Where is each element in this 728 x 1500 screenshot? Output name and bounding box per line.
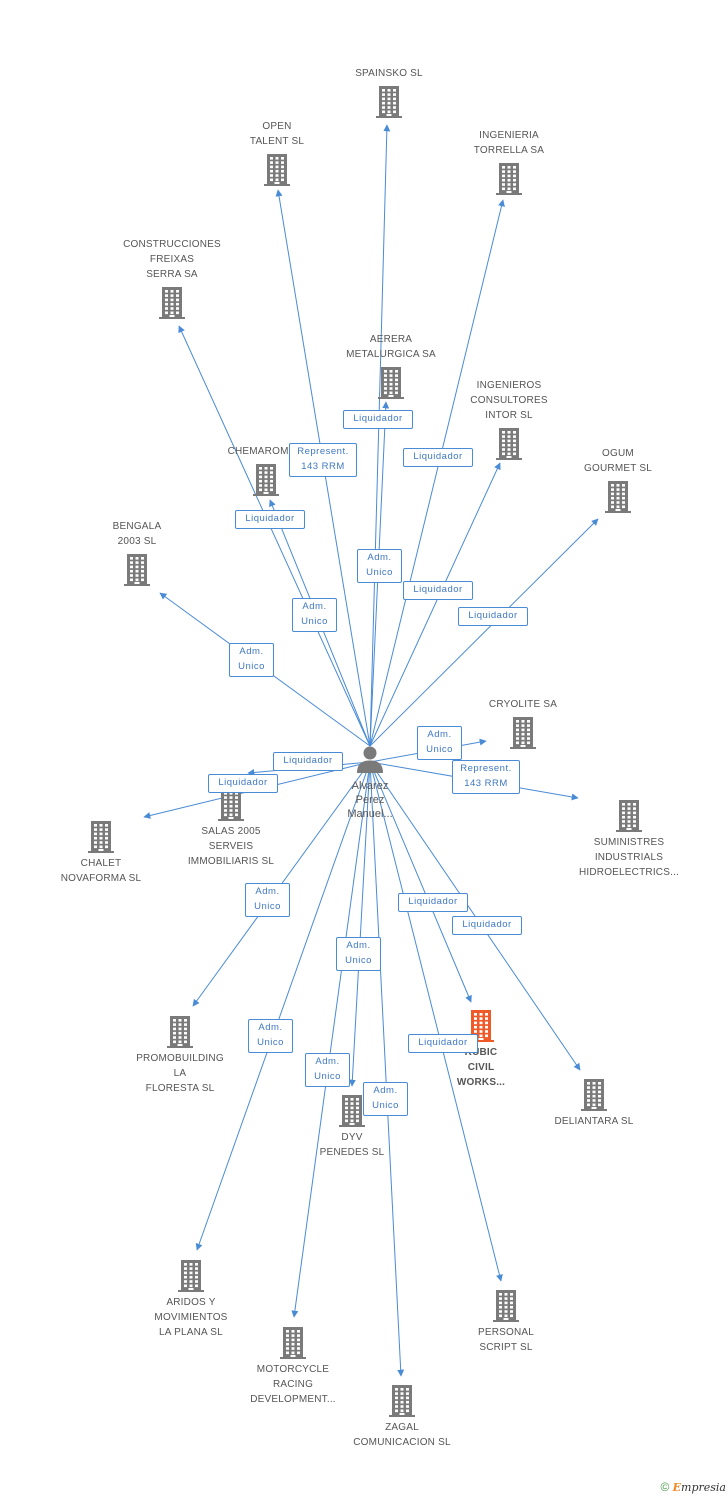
edge-construcciones bbox=[178, 325, 371, 747]
company-label: OGUM GOURMET SL bbox=[584, 448, 652, 474]
building-icon bbox=[253, 464, 279, 496]
edge-label-open[interactable]: Represent. 143 RRM bbox=[289, 443, 357, 477]
edge-label-aerera[interactable]: Adm. Unico bbox=[357, 549, 402, 583]
edge-label-promobuilding[interactable]: Adm. Unico bbox=[245, 883, 290, 917]
company-label: BENGALA 2003 SL bbox=[112, 521, 162, 547]
edge-label-spainsko[interactable]: Liquidador bbox=[343, 410, 413, 429]
company-label: INGENIERIA TORRELLA SA bbox=[473, 130, 545, 156]
edge-label-kubic[interactable]: Liquidador bbox=[398, 893, 468, 912]
company-label: ZAGAL COMUNICACION SL bbox=[353, 1422, 451, 1448]
building-icon bbox=[264, 154, 290, 186]
building-icon bbox=[178, 1260, 204, 1292]
building-icon bbox=[339, 1095, 365, 1127]
brand-logo[interactable]: Empresia bbox=[672, 1481, 726, 1494]
building-icon bbox=[493, 1290, 519, 1322]
edge-label-dyv[interactable]: Adm. Unico bbox=[336, 937, 381, 971]
building-icon bbox=[510, 717, 536, 749]
building-icon bbox=[376, 86, 402, 118]
edge-label-suministres[interactable]: Represent. 143 RRM bbox=[452, 760, 520, 794]
edge-label-personal[interactable]: Liquidador bbox=[408, 1034, 478, 1053]
edge-label-chemarome[interactable]: Liquidador bbox=[235, 510, 305, 529]
person-icon bbox=[357, 746, 383, 773]
building-icon bbox=[159, 287, 185, 319]
company-label: CRYOLITE SA bbox=[488, 699, 558, 710]
edge-label-cryolite[interactable]: Adm. Unico bbox=[417, 726, 462, 760]
company-label: AERERA METALURGICA SA bbox=[346, 334, 436, 360]
company-label: CHALET NOVAFORMA SL bbox=[60, 858, 142, 884]
building-icon bbox=[378, 367, 404, 399]
company-label: KUBIC CIVIL WORKS... bbox=[456, 1047, 506, 1088]
company-label: PROMOBUILDING LA FLORESTA SL bbox=[136, 1053, 224, 1094]
edge-ogum bbox=[369, 518, 599, 747]
building-icon bbox=[124, 554, 150, 586]
edge-personal bbox=[369, 761, 503, 1282]
edge-ingenieria bbox=[369, 199, 505, 747]
copyright-symbol: © bbox=[660, 1480, 670, 1494]
edge-label-ogum[interactable]: Liquidador bbox=[458, 607, 528, 626]
building-icon bbox=[389, 1385, 415, 1417]
company-label: SUMINISTRES INDUSTRIALS HIDROELECTRICS..… bbox=[578, 837, 680, 878]
edge-kubic bbox=[369, 761, 472, 1003]
building-icon bbox=[167, 1016, 193, 1048]
building-icon bbox=[616, 800, 642, 832]
building-icon bbox=[581, 1079, 607, 1111]
building-icon bbox=[496, 163, 522, 195]
edge-label-zagal[interactable]: Adm. Unico bbox=[363, 1082, 408, 1116]
building-icon bbox=[605, 481, 631, 513]
edge-label-chalet[interactable]: Liquidador bbox=[208, 774, 278, 793]
company-label: ARIDOS Y MOVIMIENTOS LA PLANA SL bbox=[154, 1297, 228, 1338]
company-label: DYV PENEDES SL bbox=[319, 1132, 385, 1158]
footer-brand: © Empresia bbox=[660, 1480, 726, 1494]
company-label: CHEMAROME... bbox=[227, 446, 305, 457]
company-label: CONSTRUCCIONES FREIXAS SERRA SA bbox=[123, 239, 221, 280]
person-label: Alvarez Perez Manuel... bbox=[347, 780, 393, 820]
edge-label-construcciones[interactable]: Adm. Unico bbox=[292, 598, 337, 632]
building-icon bbox=[496, 428, 522, 460]
edge-label-aridos[interactable]: Adm. Unico bbox=[248, 1019, 293, 1053]
edge-label-motorcycle[interactable]: Adm. Unico bbox=[305, 1053, 350, 1087]
edge-aridos bbox=[195, 761, 371, 1251]
company-label: OPEN TALENT SL bbox=[249, 121, 305, 147]
company-label: MOTORCYCLE RACING DEVELOPMENT... bbox=[250, 1364, 336, 1405]
edge-label-salas[interactable]: Liquidador bbox=[273, 752, 343, 771]
building-icon bbox=[280, 1327, 306, 1359]
company-label: PERSONAL SCRIPT SL bbox=[477, 1327, 535, 1353]
edge-ingenieros bbox=[369, 462, 501, 747]
edge-motorcycle bbox=[291, 761, 371, 1318]
company-label: INGENIEROS CONSULTORES INTOR SL bbox=[470, 380, 548, 421]
edge-dyv bbox=[348, 761, 371, 1087]
company-label: SPAINSKO SL bbox=[355, 68, 423, 79]
building-icon bbox=[88, 821, 114, 853]
company-label: SALAS 2005 SERVEIS IMMOBILIARIS SL bbox=[187, 826, 275, 867]
edge-spainsko bbox=[369, 124, 391, 747]
edge-label-ingenieros[interactable]: Liquidador bbox=[403, 581, 473, 600]
edge-label-ingenieria[interactable]: Liquidador bbox=[403, 448, 473, 467]
edge-zagal bbox=[369, 761, 405, 1377]
company-label: DELIANTARA SL bbox=[554, 1116, 634, 1127]
edge-label-deliantara[interactable]: Liquidador bbox=[452, 916, 522, 935]
edge-label-bengala[interactable]: Adm. Unico bbox=[229, 643, 274, 677]
building-icon bbox=[218, 789, 244, 821]
